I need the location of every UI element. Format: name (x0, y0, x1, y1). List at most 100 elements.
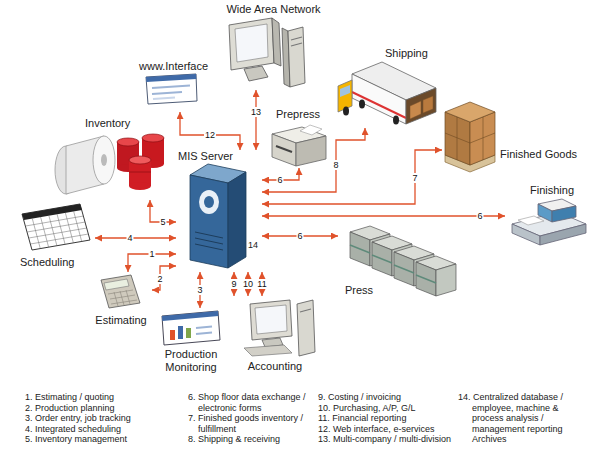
shipping-truck-icon (359, 100, 365, 109)
monitoring-window-icon (196, 333, 212, 335)
shipping-truck-icon (352, 92, 406, 118)
device-label: www.Interface (139, 60, 208, 73)
inventory-stock-icon (101, 154, 107, 166)
legend-note: 3. Order entry, job tracking (25, 413, 131, 424)
callout-number: 7 (411, 173, 418, 183)
connector-arrow (95, 237, 176, 238)
legend-note: 6. Shop floor data exchange / electronic… (188, 392, 323, 413)
network-computer-icon (235, 24, 268, 62)
callout-number: 8 (332, 160, 339, 170)
inventory-stock-icon (129, 172, 151, 173)
network-computer-icon (288, 27, 305, 87)
finishing-machine: Finishing (505, 182, 590, 247)
device-label: Shipping (385, 47, 428, 60)
accounting-computer-icon (250, 300, 292, 340)
shipping-truck-icon (410, 101, 421, 119)
server-tower-icon (195, 238, 223, 244)
network-computer-icon (291, 37, 302, 40)
server-tower-icon (195, 232, 223, 238)
press-machine-icon (372, 255, 392, 263)
finished-goods-pallet-icon (445, 133, 470, 143)
prepress-device-icon (276, 146, 292, 152)
inventory-stock: Inventory (52, 115, 174, 200)
inventory-stock-icon (117, 138, 139, 146)
scheduling-calendar-icon (22, 204, 90, 250)
calculator-icon (108, 290, 137, 306)
callout-number: 14 (248, 240, 258, 251)
web-interface: www.Interface (136, 60, 212, 112)
prepress-device-icon (272, 134, 296, 166)
calculator-icon (101, 275, 140, 308)
web-window-icon (153, 98, 175, 100)
press-machine-icon (350, 245, 370, 253)
connector-arrow (152, 266, 176, 290)
network-computer-icon (229, 18, 274, 70)
press-machine-icon (394, 265, 414, 273)
finished-goods-pallet: Finished Goods (442, 98, 590, 178)
shipping-truck-icon (352, 74, 406, 124)
legend-note: 14. Centralized database / employee, mac… (458, 392, 577, 445)
legend-note: 11. Financial reporting (318, 413, 406, 424)
finished-goods-pallet-icon (445, 102, 495, 122)
monitoring-window-icon (186, 328, 191, 338)
callout-number: 12 (204, 130, 216, 140)
server-tower-icon (228, 172, 246, 268)
callout-number: 4 (126, 233, 133, 243)
prepress-device: Prepress (268, 108, 330, 168)
legend-note: 12. Web interface, e-services (318, 424, 434, 435)
finished-goods-pallet-icon (470, 133, 495, 143)
server-tower-icon (199, 190, 219, 214)
callout-number: 9 (230, 279, 237, 289)
callout-number: 10 (242, 279, 254, 289)
press-machine-icon (416, 275, 436, 283)
accounting-computer-icon (255, 305, 287, 334)
finishing-machine-icon (518, 216, 544, 225)
device-label: Prepress (276, 108, 320, 121)
device-label: Inventory (85, 117, 130, 130)
finishing-machine-icon (512, 199, 586, 245)
finishing-machine-icon (512, 224, 540, 245)
calculator-icon (104, 279, 129, 290)
network-computer-icon (272, 18, 281, 66)
web-window-icon (152, 92, 182, 94)
callout-number: 5 (159, 217, 166, 227)
device-label: Press (345, 284, 373, 297)
legend-note: 2. Production planning (25, 403, 115, 414)
connector-arrow (180, 112, 240, 150)
accounting-computer-icon (297, 300, 315, 356)
prepress-device-icon (300, 125, 322, 135)
web-window-icon (146, 74, 197, 104)
legend-note: 8. Shipping & receiving (188, 434, 280, 445)
finished-goods-pallet-icon (445, 102, 495, 172)
device-label: Finished Goods (500, 148, 577, 161)
legend-note: 13. Multi-company / multi-division (318, 434, 451, 445)
callout-number: 1 (148, 249, 155, 259)
device-label: Finishing (530, 184, 574, 197)
network-computer: Wide Area Network (215, 0, 332, 90)
monitoring-window-icon (162, 311, 220, 345)
press-machine-icon (394, 252, 414, 286)
press-machine-icon (436, 264, 456, 296)
shipping-truck: Shipping (340, 45, 440, 128)
device-label: Estimating (90, 314, 152, 327)
inventory-stock-icon (129, 156, 151, 164)
estimating-calculator: Estimating (90, 272, 152, 328)
calculator-icon (101, 275, 140, 308)
legend-note: 4. Integrated scheduling (25, 424, 121, 435)
accounting-computer-icon (244, 345, 292, 356)
finishing-machine-icon (552, 206, 576, 222)
scheduling-calendar-icon (22, 204, 90, 250)
shipping-truck-icon (338, 62, 436, 125)
mis-server: MIS Server (176, 150, 262, 272)
inventory-stock-icon (129, 182, 151, 190)
monitoring-window-icon (170, 330, 175, 340)
accounting-computer: Accounting (228, 296, 322, 376)
server-tower-icon (190, 175, 228, 268)
shipping-truck-icon (340, 85, 350, 97)
web-window-icon (152, 86, 190, 89)
callout-number: 6 (296, 231, 303, 241)
web-window-icon (146, 74, 197, 104)
network-computer-icon (229, 18, 305, 87)
press-machine-icon (372, 242, 392, 276)
